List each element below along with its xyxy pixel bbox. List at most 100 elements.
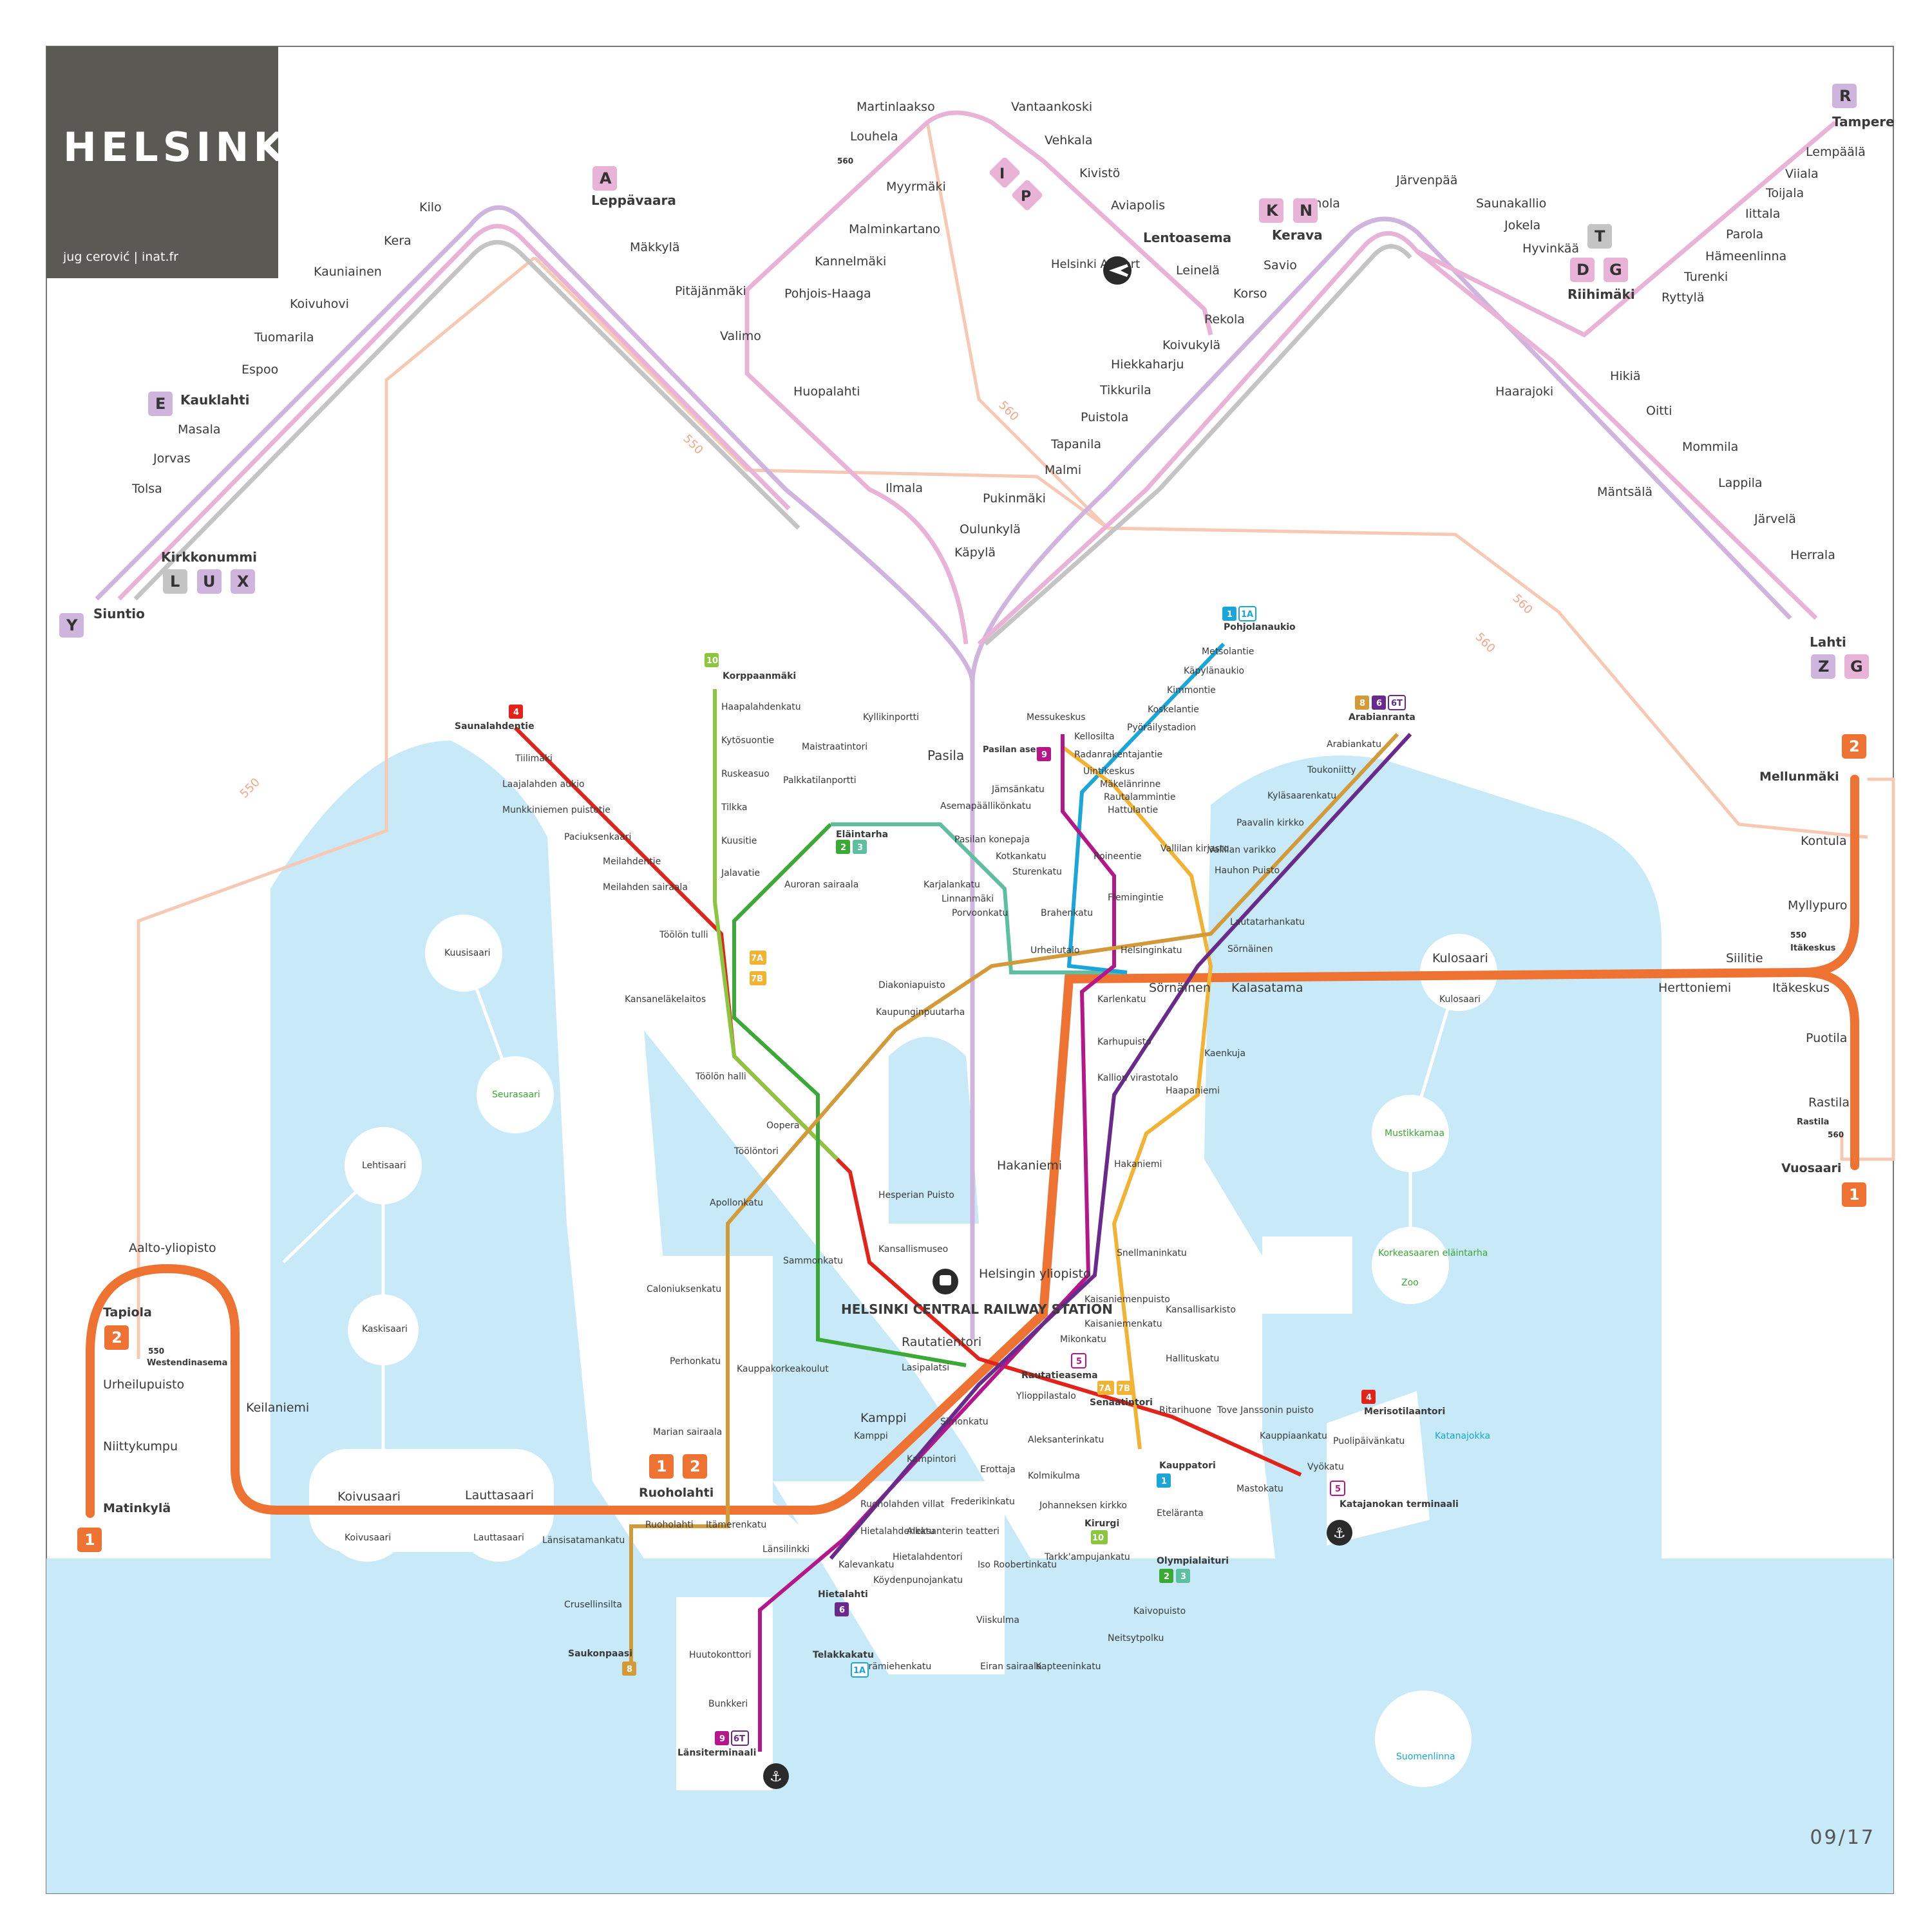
station-parola[interactable]: Parola [1726, 227, 1763, 242]
tram-stop[interactable]: Kaisaniemenkatu [1084, 1319, 1162, 1329]
tram-korppaanmaki[interactable]: Korppaanmäki [723, 671, 796, 681]
station-tapanila[interactable]: Tapanila [1050, 437, 1101, 451]
station-vehkala[interactable]: Vehkala [1045, 133, 1093, 147]
tram-stop[interactable]: Kotkankatu [996, 851, 1046, 862]
tram-stop[interactable]: Perämiehenkatu [858, 1662, 931, 1672]
tram-stop[interactable]: Kolmikulma [1028, 1471, 1080, 1481]
station-kivisto[interactable]: Kivistö [1079, 166, 1120, 180]
station-toijala[interactable]: Toijala [1765, 186, 1804, 200]
station-hameenlinna[interactable]: Hämeenlinna [1705, 249, 1786, 263]
metro-myllypuro[interactable]: Myllypuro [1788, 898, 1848, 913]
tram-stop[interactable]: Aleksanterinkatu [1028, 1435, 1104, 1445]
station-martinlaakso[interactable]: Martinlaakso [857, 100, 935, 114]
tram-arabianranta[interactable]: Arabianranta [1349, 712, 1416, 723]
tram-stop[interactable]: Töölön tulli [659, 930, 708, 940]
tram-telakkakatu[interactable]: Telakkakatu [813, 1650, 874, 1660]
tram-stop[interactable]: Töölöntori [734, 1146, 779, 1157]
station-ryttyla[interactable]: Ryttylä [1662, 290, 1704, 305]
tram-stop[interactable]: Apollonkatu [710, 1198, 763, 1208]
tram-stop[interactable]: Kytösuontie [721, 735, 774, 746]
tram-stop[interactable]: Brahenkatu [1041, 908, 1093, 918]
tram-lansiterminaali[interactable]: Länsiterminaali [677, 1748, 756, 1758]
tram-stop[interactable]: Paavalin kirkko [1236, 818, 1304, 828]
tram-stop[interactable]: Oopera [766, 1121, 799, 1131]
station-malminkartano[interactable]: Malminkartano [849, 222, 940, 236]
tram-stop[interactable]: Vallilan varikko [1208, 845, 1276, 855]
station-myyrmaki[interactable]: Myyrmäki [886, 180, 946, 194]
tram-stop[interactable]: Haapaniemi [1166, 1086, 1220, 1096]
metro-kalasatama[interactable]: Kalasatama [1231, 981, 1303, 995]
tram-stop[interactable]: Länsilinkki [762, 1544, 810, 1555]
station-lahti[interactable]: Lahti [1810, 634, 1846, 650]
metro-helsingin-yliopisto[interactable]: Helsingin yliopisto [979, 1267, 1091, 1281]
tram-stop[interactable]: Mastokatu [1236, 1484, 1283, 1494]
tram-stop[interactable]: Lautatarhankatu [1230, 917, 1305, 927]
metro-rautatientori[interactable]: Rautatientori [902, 1335, 981, 1349]
tram-stop[interactable]: Munkkiniemen puistotie [502, 805, 611, 815]
tram-katajanokan-terminaali[interactable]: Katajanokan terminaali [1340, 1499, 1459, 1510]
station-kauniainen[interactable]: Kauniainen [314, 265, 382, 279]
station-jorvas[interactable]: Jorvas [153, 451, 191, 466]
tram-stop[interactable]: Kellosilta [1074, 732, 1115, 742]
tram-saunalahdentie[interactable]: Saunalahdentie [455, 721, 535, 732]
tram-stop[interactable]: Karjalankatu [923, 880, 980, 890]
station-vantaankoski[interactable]: Vantaankoski [1011, 100, 1092, 114]
tram-stop[interactable]: Puolipäivänkatu [1333, 1436, 1405, 1446]
tram-stop[interactable]: Kuusitie [721, 836, 757, 846]
tram-stop[interactable]: Simonkatu [940, 1417, 989, 1427]
station-riihimaki[interactable]: Riihimäki [1567, 287, 1635, 302]
tram-stop[interactable]: Johanneksen kirkko [1039, 1501, 1127, 1511]
tram-stop[interactable]: Töölön halli [695, 1072, 746, 1082]
tram-stop[interactable]: Toukoniitty [1307, 765, 1356, 775]
tram-stop[interactable]: Tarkk'ampujankatu [1044, 1552, 1130, 1562]
station-lentoasema[interactable]: Lentoasema [1143, 230, 1231, 245]
tram-pohjolanaukio[interactable]: Pohjolanaukio [1224, 622, 1296, 632]
station-kilo[interactable]: Kilo [419, 200, 442, 214]
metro-itakeskus[interactable]: Itäkeskus [1772, 981, 1830, 995]
metro-hakaniemi[interactable]: Hakaniemi [997, 1159, 1062, 1173]
station-makkyla[interactable]: Mäkkylä [630, 240, 680, 254]
station-tikkurila[interactable]: Tikkurila [1099, 383, 1151, 397]
tram-stop[interactable]: Hietalahdentori [893, 1552, 963, 1562]
tram-stop[interactable]: Vyökatu [1307, 1462, 1344, 1472]
tram-stop[interactable]: Erottaja [980, 1464, 1016, 1475]
metro-ruoholahti[interactable]: Ruoholahti [639, 1486, 714, 1500]
station-saunakallio[interactable]: Saunakallio [1476, 196, 1546, 211]
metro-rastila[interactable]: Rastila [1808, 1095, 1850, 1110]
tram-stop[interactable]: Eiran sairaala [980, 1662, 1042, 1672]
tram-stop[interactable]: Kauppiaankatu [1260, 1431, 1327, 1441]
tram-senaatintori[interactable]: Senaatintori [1090, 1397, 1153, 1408]
station-masala[interactable]: Masala [178, 422, 221, 437]
tram-stop[interactable]: Ritarihuone [1159, 1405, 1211, 1416]
tram-hietalahti[interactable]: Hietalahti [818, 1589, 868, 1600]
station-pasila[interactable]: Pasila [927, 748, 964, 763]
metro-tapiola[interactable]: Tapiola [103, 1305, 152, 1320]
tram-stop[interactable]: Kalevankatu [838, 1560, 895, 1570]
tram-stop[interactable]: Bunkkeri [708, 1699, 748, 1709]
tram-stop[interactable]: Kapteeninkatu [1036, 1662, 1101, 1672]
tram-stop[interactable]: Meilahdentie [603, 857, 661, 867]
station-hiekkaharju[interactable]: Hiekkaharju [1111, 357, 1184, 372]
tram-stop[interactable]: Rautalammintie [1104, 792, 1175, 802]
tram-merisotilaantori[interactable]: Merisotilaantori [1364, 1406, 1445, 1417]
tram-stop[interactable]: Palkkatilanportti [783, 775, 857, 786]
tram-stop[interactable]: Auroran sairaala [784, 880, 858, 890]
metro-lauttasaari[interactable]: Lauttasaari [465, 1488, 534, 1502]
station-puistola[interactable]: Puistola [1081, 410, 1128, 424]
tram-stop[interactable]: Lasipalatsi [902, 1363, 949, 1373]
station-lappila[interactable]: Lappila [1718, 476, 1763, 490]
station-tuomarila[interactable]: Tuomarila [254, 330, 314, 345]
tram-stop[interactable]: Haapalahdenkatu [721, 702, 801, 712]
tram-stop[interactable]: Iso Roobertinkatu [978, 1560, 1057, 1570]
tram-stop[interactable]: Neitsytpolku [1108, 1633, 1164, 1643]
bus-westendinasema[interactable]: Westendinasema [147, 1358, 227, 1368]
tram-kauppatori[interactable]: Kauppatori [1159, 1461, 1216, 1471]
tram-stop[interactable]: Kaupunginpuutarha [876, 1007, 965, 1018]
tram-stop[interactable]: Ruskeasuo [721, 769, 770, 779]
metro-sornainen[interactable]: Sörnäinen [1149, 981, 1211, 995]
tram-stop[interactable]: Kyläsaarenkatu [1267, 791, 1336, 801]
tram-rautatieasema[interactable]: Rautatieasema [1021, 1370, 1098, 1381]
station-ilmala[interactable]: Ilmala [886, 481, 923, 495]
tram-stop[interactable]: Meilahden sairaala [603, 882, 688, 893]
tram-stop[interactable]: Sturenkatu [1012, 867, 1062, 877]
